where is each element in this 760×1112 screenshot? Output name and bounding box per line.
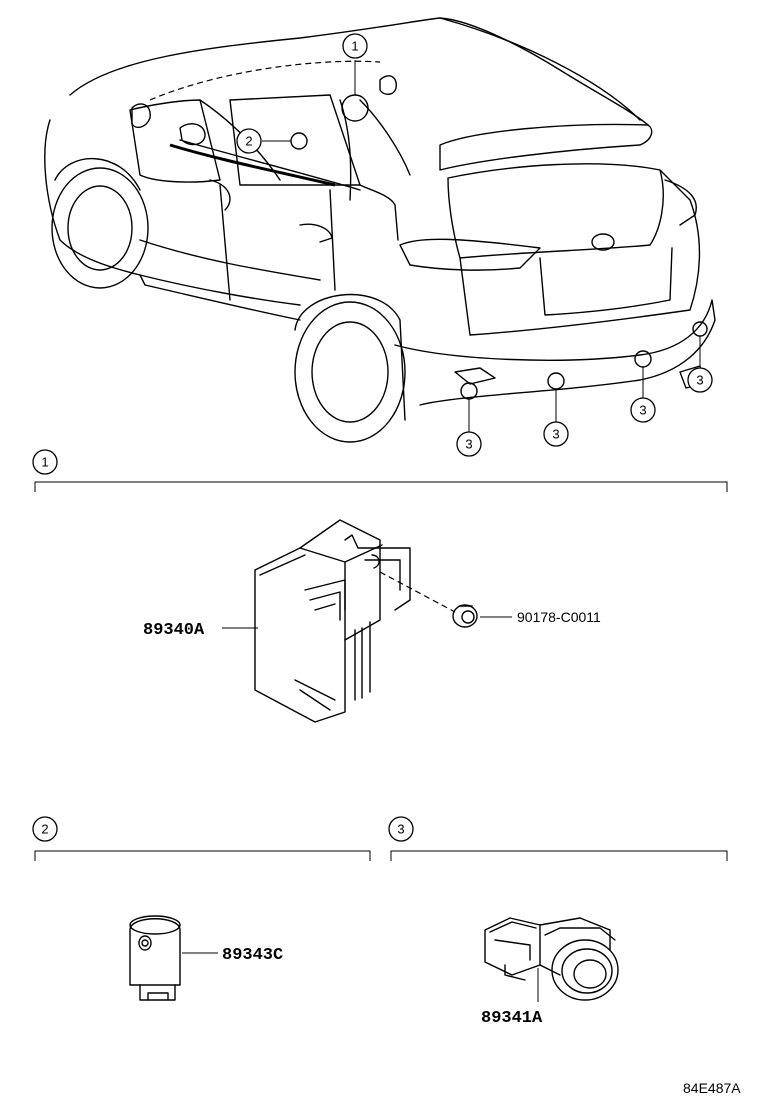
svg-text:3: 3 bbox=[397, 822, 404, 837]
section-2-bracket bbox=[34, 850, 371, 861]
sensor-location-marker bbox=[634, 350, 652, 368]
overview-callout-3: 3 bbox=[543, 421, 569, 447]
svg-text:3: 3 bbox=[696, 373, 703, 388]
part-number-computer: 89340A bbox=[143, 621, 205, 640]
overview-callout-2: 2 bbox=[236, 128, 262, 154]
section-3-bracket bbox=[390, 850, 728, 861]
part-number-clip: 90178-C0011 bbox=[517, 609, 601, 625]
vehicle-illustration bbox=[44, 17, 716, 443]
section-1-bracket bbox=[34, 481, 728, 492]
overview-callout-1: 1 bbox=[342, 33, 368, 59]
front-wheel bbox=[51, 158, 149, 289]
svg-text:2: 2 bbox=[245, 134, 252, 149]
section-1: 1 89340A bbox=[32, 449, 728, 723]
ultrasonic-sensor bbox=[484, 917, 619, 1001]
section-2: 2 89343C bbox=[32, 816, 371, 1001]
section-1-callout: 1 bbox=[32, 449, 58, 475]
svg-text:3: 3 bbox=[639, 403, 646, 418]
rear-wheel bbox=[294, 293, 406, 443]
part-number-sensor: 89341A bbox=[481, 1009, 543, 1028]
section-3-callout: 3 bbox=[388, 816, 414, 842]
sensor-location-marker bbox=[460, 382, 478, 400]
svg-text:1: 1 bbox=[41, 455, 48, 470]
illustration-code: 84E487A bbox=[683, 1080, 741, 1096]
svg-text:3: 3 bbox=[465, 437, 472, 452]
buzzer bbox=[129, 915, 181, 1001]
overview-callout-3: 3 bbox=[630, 397, 656, 423]
section-2-callout: 2 bbox=[32, 816, 58, 842]
svg-text:1: 1 bbox=[351, 39, 358, 54]
sensor-location-marker bbox=[692, 321, 708, 337]
svg-text:3: 3 bbox=[552, 427, 559, 442]
overview-callout-3: 3 bbox=[456, 431, 482, 457]
part-number-buzzer: 89343C bbox=[222, 946, 283, 965]
clearance-warning-computer bbox=[254, 519, 411, 723]
overview-callout-3: 3 bbox=[687, 367, 713, 393]
clip bbox=[452, 604, 478, 628]
sensor-location-marker bbox=[547, 372, 565, 390]
section-3: 3 89341A bbox=[388, 816, 728, 1028]
svg-text:2: 2 bbox=[41, 822, 48, 837]
